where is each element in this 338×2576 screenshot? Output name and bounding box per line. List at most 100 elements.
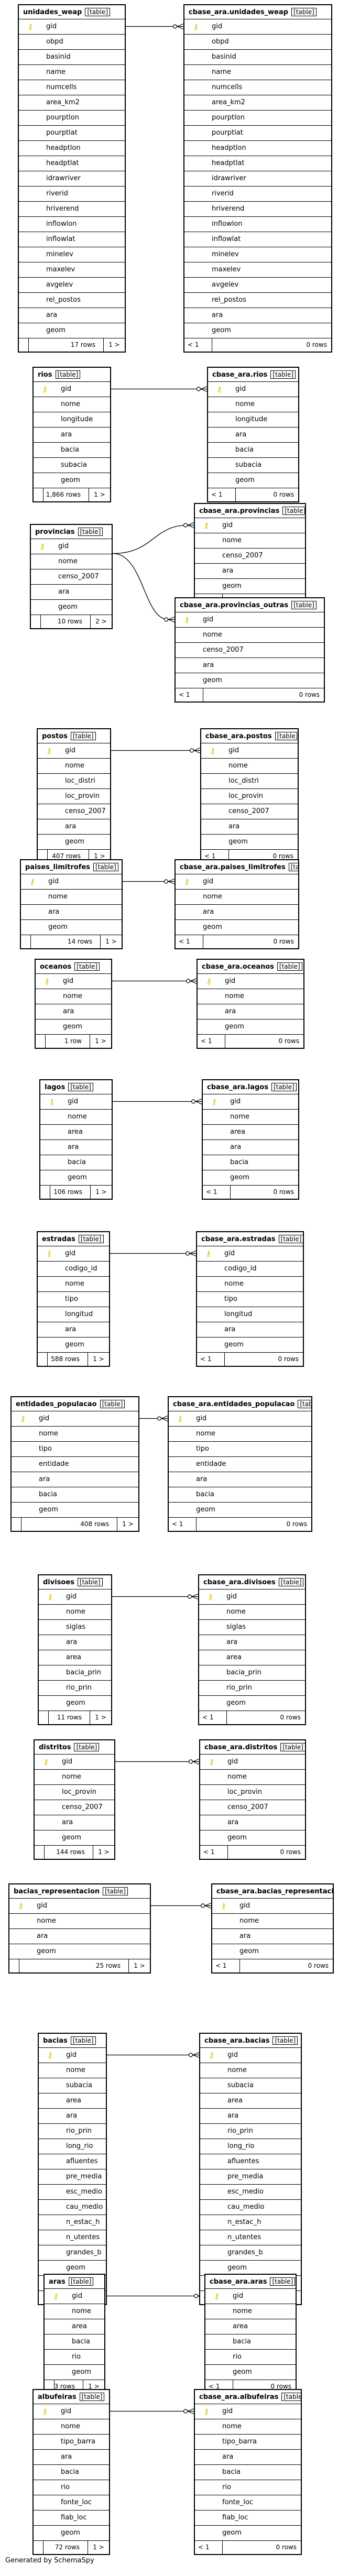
parent-link[interactable]: < 1 [201, 1037, 212, 1045]
table-name[interactable]: cbase_ara.divisoes [203, 1579, 276, 1586]
table-name[interactable]: cbase_ara.lagos [207, 1083, 268, 1091]
table-name[interactable]: cbase_ara.paises_limitrofes [180, 863, 286, 871]
table-name[interactable]: oceanos [40, 963, 72, 971]
table-header[interactable]: provincias[table] [31, 525, 112, 539]
table-name[interactable]: distritos [39, 1744, 71, 1751]
more-children-link[interactable]: 1 > [89, 488, 110, 501]
table-header[interactable]: divisoes[table] [39, 1575, 111, 1590]
parent-link[interactable]: < 1 [188, 341, 199, 348]
more-children-link[interactable]: 1 > [90, 1035, 111, 1048]
table-header[interactable]: cbase_ara.unidades_weap[table] [184, 5, 331, 19]
table-name[interactable]: cbase_ara.aras [210, 2278, 267, 2286]
table-header[interactable]: rios[table] [34, 368, 110, 382]
parent-link[interactable]: < 1 [198, 2544, 210, 2551]
parent-link[interactable]: < 1 [206, 1188, 217, 1196]
parent-link[interactable]: < 1 [204, 852, 216, 860]
table-header[interactable]: cbase_ara.divisoes[table] [199, 1575, 305, 1590]
more-children-link[interactable]: 2 > [90, 615, 112, 628]
more-children-link[interactable]: 1 > [89, 850, 110, 863]
table-name[interactable]: cbase_ara.distritos [204, 1744, 278, 1751]
table-header[interactable]: entidades_populacao[table] [12, 1397, 138, 1411]
table-name[interactable]: cbase_ara.provincias_outras [180, 601, 289, 609]
parent-link[interactable]: < 1 [211, 491, 223, 498]
parent-link[interactable]: < 1 [200, 1355, 212, 1363]
table-name[interactable]: cbase_ara.oceanos [202, 963, 274, 971]
more-children-link[interactable]: 1 > [90, 1186, 112, 1199]
table-cbase-ara-paises-limitrofes[interactable]: cbase_ara.paises_limitrofes[table]⚷gidno… [175, 859, 299, 949]
table-name[interactable]: cbase_ara.rios [212, 371, 268, 379]
parent-link[interactable]: < 1 [203, 1848, 215, 1856]
table-name[interactable]: lagos [45, 1083, 66, 1091]
table-header[interactable]: cbase_ara.provincias[table] [195, 504, 305, 518]
table-header[interactable]: albufeiras[table] [34, 2390, 109, 2404]
table-name[interactable]: cbase_ara.albufeiras [199, 2393, 279, 2401]
table-name[interactable]: cbase_ara.provincias [199, 507, 280, 515]
table-header[interactable]: estradas[table] [38, 1232, 109, 1246]
table-name[interactable]: paises_limitrofes [25, 863, 91, 871]
table-header[interactable]: cbase_ara.albufeiras[table] [195, 2390, 301, 2404]
table-header[interactable]: cbase_ara.entidades_populacao[table] [169, 1397, 311, 1411]
table-name[interactable]: aras [49, 2278, 66, 2286]
table-header[interactable]: cbase_ara.bacias[table] [200, 2034, 301, 2048]
table-header[interactable]: cbase_ara.estradas[table] [197, 1232, 303, 1246]
parent-link[interactable]: < 1 [202, 1714, 214, 1721]
table-name[interactable]: divisoes [43, 1579, 74, 1586]
table-name[interactable]: unidades_weap [23, 8, 82, 16]
table-name[interactable]: estradas [42, 1235, 75, 1243]
table-name[interactable]: postos [42, 732, 68, 740]
more-children-link[interactable]: 1 > [117, 1518, 138, 1531]
table-name[interactable]: cbase_ara.bacias_representacion [216, 1888, 333, 1895]
table-header[interactable]: cbase_ara.rios[table] [208, 368, 298, 382]
table-header[interactable]: oceanos[table] [36, 960, 111, 974]
table-header[interactable]: cbase_ara.aras[table] [205, 2275, 296, 2289]
table-name[interactable]: bacias [43, 2037, 68, 2045]
more-children-link[interactable]: 1 > [103, 338, 125, 352]
more-children-link[interactable]: 1 > [93, 1846, 114, 1859]
more-children-link[interactable]: 1 > [88, 2541, 109, 2554]
parent-link[interactable]: < 1 [209, 2383, 220, 2390]
table-cbase-ara-albufeiras[interactable]: cbase_ara.albufeiras[table]⚷gidnometipo_… [194, 2389, 302, 2555]
table-header[interactable]: cbase_ara.postos[table] [201, 729, 298, 743]
table-name[interactable]: bacias_representacion [14, 1888, 100, 1895]
more-children-link[interactable]: 1 > [128, 1959, 150, 1972]
table-header[interactable]: postos[table] [38, 729, 110, 743]
table-header[interactable]: cbase_ara.oceanos[table] [198, 960, 303, 974]
table-header[interactable]: bacias[table] [39, 2034, 106, 2048]
more-children-link[interactable]: 1 > [100, 935, 122, 948]
table-name[interactable]: provincias [35, 528, 75, 536]
parent-link[interactable]: < 1 [215, 1962, 227, 1969]
table-cbase-ara-bacias-representacion[interactable]: cbase_ara.bacias_representacion[table]⚷g… [211, 1883, 334, 1974]
parent-link[interactable]: < 1 [179, 938, 190, 945]
table-header[interactable]: unidades_weap[table] [19, 5, 125, 19]
table-header[interactable]: lagos[table] [40, 1080, 112, 1094]
table-name[interactable]: cbase_ara.bacias [204, 2037, 270, 2045]
table-name[interactable]: entidades_populacao [16, 1400, 97, 1408]
table-header[interactable]: bacias_representacion[table] [9, 1884, 150, 1899]
table-name[interactable]: cbase_ara.estradas [201, 1235, 276, 1243]
table-header[interactable]: cbase_ara.bacias_representacion[table] [212, 1884, 333, 1899]
table-header[interactable]: cbase_ara.paises_limitrofes[table] [176, 860, 298, 874]
table-header[interactable]: cbase_ara.lagos[table] [203, 1080, 298, 1094]
more-children-link[interactable]: 1 > [90, 1711, 111, 1724]
more-children-link[interactable]: 1 > [83, 2380, 104, 2393]
